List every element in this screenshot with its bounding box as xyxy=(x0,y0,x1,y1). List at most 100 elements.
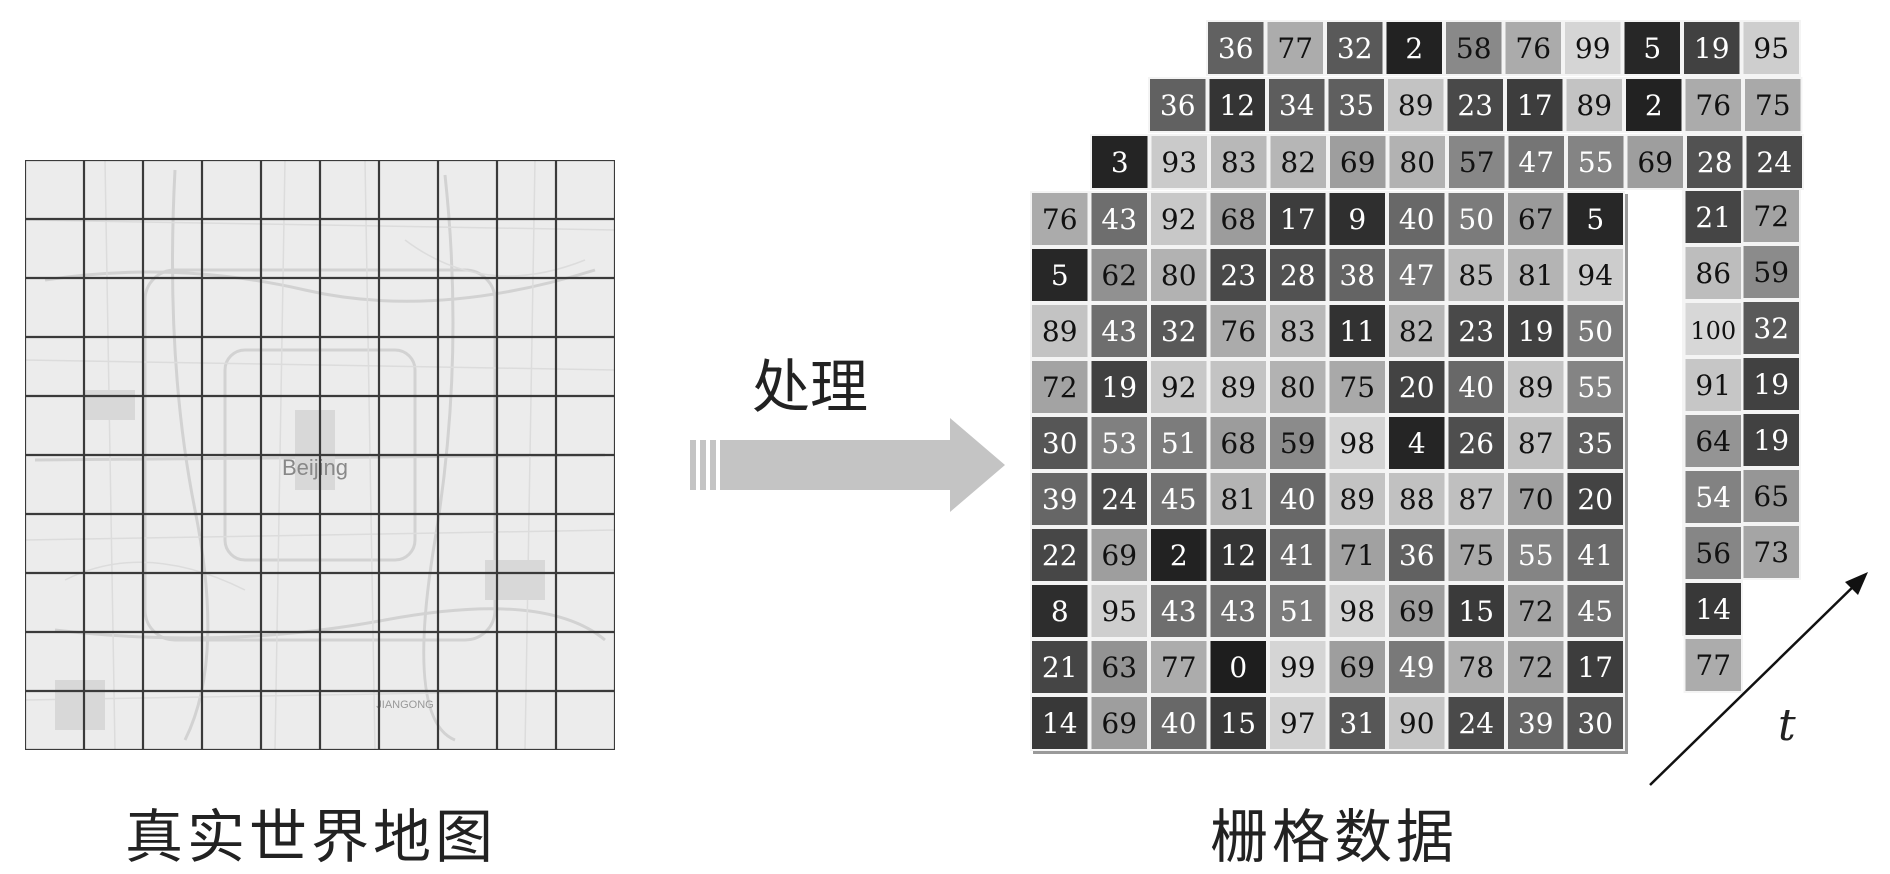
grid-cell-value: 69 xyxy=(1340,146,1376,179)
grid-cell xyxy=(1387,303,1447,359)
grid-cell xyxy=(1565,471,1625,527)
grid-cell xyxy=(1148,77,1208,133)
grid-cell-value: 76 xyxy=(1695,89,1731,122)
grid-cell xyxy=(1622,20,1682,76)
grid-cell xyxy=(1565,527,1625,583)
grid-cell xyxy=(1446,359,1506,415)
grid-cell xyxy=(1089,471,1149,527)
grid-cell-value: 87 xyxy=(1458,483,1494,516)
grid-cell-value: 40 xyxy=(1458,371,1494,404)
grid-cell-value: 8 xyxy=(1051,595,1069,628)
grid-cell-value: 55 xyxy=(1577,371,1613,404)
grid-cell xyxy=(1208,471,1268,527)
grid-cell xyxy=(1030,415,1090,471)
grid-cell-value: 86 xyxy=(1695,257,1731,290)
grid-cell xyxy=(1030,639,1090,695)
grid-cell xyxy=(1565,247,1625,303)
grid-cell xyxy=(1268,415,1328,471)
grid-cell-value: 15 xyxy=(1220,707,1256,740)
time-axis-label: t xyxy=(1778,700,1796,751)
grid-cell-value: 93 xyxy=(1161,146,1197,179)
grid-cell-value: 76 xyxy=(1515,32,1551,65)
grid-cell xyxy=(1030,471,1090,527)
grid-cell-value: 95 xyxy=(1101,595,1137,628)
grid-cell-value: 90 xyxy=(1399,707,1435,740)
grid-cell-value: 20 xyxy=(1399,371,1435,404)
grid-cell xyxy=(1447,134,1507,190)
grid-cell xyxy=(1741,468,1801,524)
grid-cell xyxy=(1446,247,1506,303)
grid-cell-value: 80 xyxy=(1280,371,1316,404)
grid-cell xyxy=(1030,247,1090,303)
grid-cell-value: 32 xyxy=(1161,315,1197,348)
grid-cell xyxy=(1208,695,1268,751)
grid-cell xyxy=(1387,639,1447,695)
grid-cell xyxy=(1683,413,1743,469)
map-city-label: Beijing xyxy=(282,455,348,480)
grid-cell xyxy=(1327,471,1387,527)
grid-cell xyxy=(1387,471,1447,527)
grid-cell xyxy=(1446,415,1506,471)
grid-cell xyxy=(1741,188,1801,244)
grid-cell xyxy=(1565,639,1625,695)
grid-cell xyxy=(1506,695,1566,751)
grid-cell xyxy=(1741,20,1801,76)
grid-cell-value: 32 xyxy=(1753,312,1789,345)
grid-cell-value: 98 xyxy=(1339,595,1375,628)
grid-cell xyxy=(1268,695,1328,751)
grid-cell-value: 53 xyxy=(1101,427,1137,460)
grid-cell-value: 35 xyxy=(1338,89,1374,122)
grid-cell xyxy=(1089,191,1149,247)
grid-cell-value: 71 xyxy=(1339,539,1375,572)
grid-cell xyxy=(1387,695,1447,751)
arrow-tail-bar-1 xyxy=(690,440,696,490)
grid-cell-value: 5 xyxy=(1643,32,1661,65)
grid-cell-value: 39 xyxy=(1518,707,1554,740)
grid-cell-value: 77 xyxy=(1277,32,1313,65)
grid-cell xyxy=(1446,191,1506,247)
grid-cell xyxy=(1268,639,1328,695)
grid-cell xyxy=(1565,191,1625,247)
grid-cell xyxy=(1683,525,1743,581)
grid-cell xyxy=(1624,77,1684,133)
grid-cell-value: 23 xyxy=(1220,259,1256,292)
grid-cell-value: 72 xyxy=(1753,200,1789,233)
grid-cell-value: 75 xyxy=(1458,539,1494,572)
grid-cell xyxy=(1505,77,1565,133)
grid-cell xyxy=(1030,359,1090,415)
grid-cell xyxy=(1327,527,1387,583)
grid-cell-value: 41 xyxy=(1577,539,1613,572)
grid-cell-value: 92 xyxy=(1161,371,1197,404)
grid-cell-value: 19 xyxy=(1101,371,1137,404)
grid-cell xyxy=(1506,191,1566,247)
grid-cell-value: 81 xyxy=(1220,483,1256,516)
grid-cell-value: 9 xyxy=(1348,203,1366,236)
grid-cell-value: 55 xyxy=(1518,539,1554,572)
grid-cell-value: 43 xyxy=(1220,595,1256,628)
grid-cell xyxy=(1149,583,1209,639)
grid-cell xyxy=(1149,471,1209,527)
grid-cell xyxy=(1327,583,1387,639)
grid-cell xyxy=(1446,639,1506,695)
grid-cell-value: 26 xyxy=(1458,427,1494,460)
process-arrow xyxy=(690,418,1005,512)
grid-cell xyxy=(1741,356,1801,412)
grid-cell xyxy=(1327,359,1387,415)
grid-cell-value: 21 xyxy=(1042,651,1078,684)
grid-cell xyxy=(1325,20,1385,76)
grid-cell xyxy=(1386,77,1446,133)
grid-cell xyxy=(1563,20,1623,76)
grid-cell xyxy=(1089,247,1149,303)
grid-cell xyxy=(1089,415,1149,471)
map-caption: 真实世界地图 xyxy=(125,803,498,871)
grid-cell xyxy=(1444,20,1504,76)
grid-cell xyxy=(1741,244,1801,300)
arrow-tail-bar-2 xyxy=(700,440,706,490)
grid-cell-value: 15 xyxy=(1458,595,1494,628)
grid-cell-value: 99 xyxy=(1280,651,1316,684)
grid-cell-value: 82 xyxy=(1280,146,1316,179)
grid-cell-value: 28 xyxy=(1280,259,1316,292)
grid-cell-value: 51 xyxy=(1161,427,1197,460)
grid-cell-value: 69 xyxy=(1399,595,1435,628)
